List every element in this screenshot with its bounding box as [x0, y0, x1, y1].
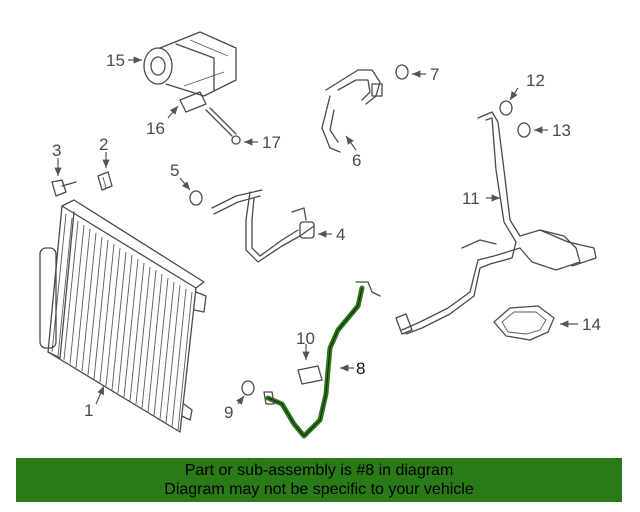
compressor-part-15[interactable] — [143, 31, 237, 97]
callout-4: 4 — [336, 225, 345, 244]
parts-diagram: 1 2 3 15 16 17 5 — [39, 31, 601, 439]
callout-17: 17 — [262, 133, 281, 152]
condenser-part-1[interactable] — [39, 199, 207, 433]
o-ring-part-7[interactable] — [395, 64, 409, 80]
callout-9: 9 — [224, 403, 233, 422]
o-ring-part-9[interactable] — [241, 380, 255, 396]
callout-5: 5 — [170, 161, 179, 180]
callout-13: 13 — [552, 121, 571, 140]
callout-7: 7 — [430, 65, 439, 84]
callout-1: 1 — [84, 401, 93, 420]
gasket-part-14[interactable] — [493, 305, 555, 341]
o-ring-part-13[interactable] — [517, 122, 531, 138]
hose-part-6[interactable] — [321, 69, 383, 153]
tube-part-11[interactable] — [395, 111, 597, 335]
hose-part-4[interactable] — [211, 189, 315, 263]
callout-2: 2 — [99, 135, 108, 154]
o-ring-part-12[interactable] — [499, 100, 513, 116]
callout-15: 15 — [106, 51, 125, 70]
banner-line-2: Diagram may not be specific to your vehi… — [164, 481, 474, 498]
callout-10: 10 — [296, 329, 315, 348]
callout-6: 6 — [352, 151, 361, 170]
callout-8: 8 — [356, 359, 365, 378]
callout-11: 11 — [462, 189, 480, 208]
bracket-part-10[interactable] — [297, 365, 323, 385]
bracket-part-16[interactable] — [179, 91, 207, 113]
disclaimer-banner: Part or sub-assembly is #8 in diagram Di… — [16, 458, 622, 502]
callout-16: 16 — [146, 119, 165, 138]
hose-part-8-highlighted[interactable] — [263, 281, 381, 439]
callout-3: 3 — [52, 141, 61, 160]
banner-line-1: Part or sub-assembly is #8 in diagram — [184, 462, 454, 479]
callout-14: 14 — [582, 315, 601, 334]
callout-12: 12 — [526, 71, 545, 90]
bolt-part-17[interactable] — [205, 107, 241, 145]
o-ring-part-5[interactable] — [189, 190, 203, 206]
bolt-part-3[interactable] — [51, 179, 77, 197]
bracket-part-2[interactable] — [97, 171, 113, 191]
